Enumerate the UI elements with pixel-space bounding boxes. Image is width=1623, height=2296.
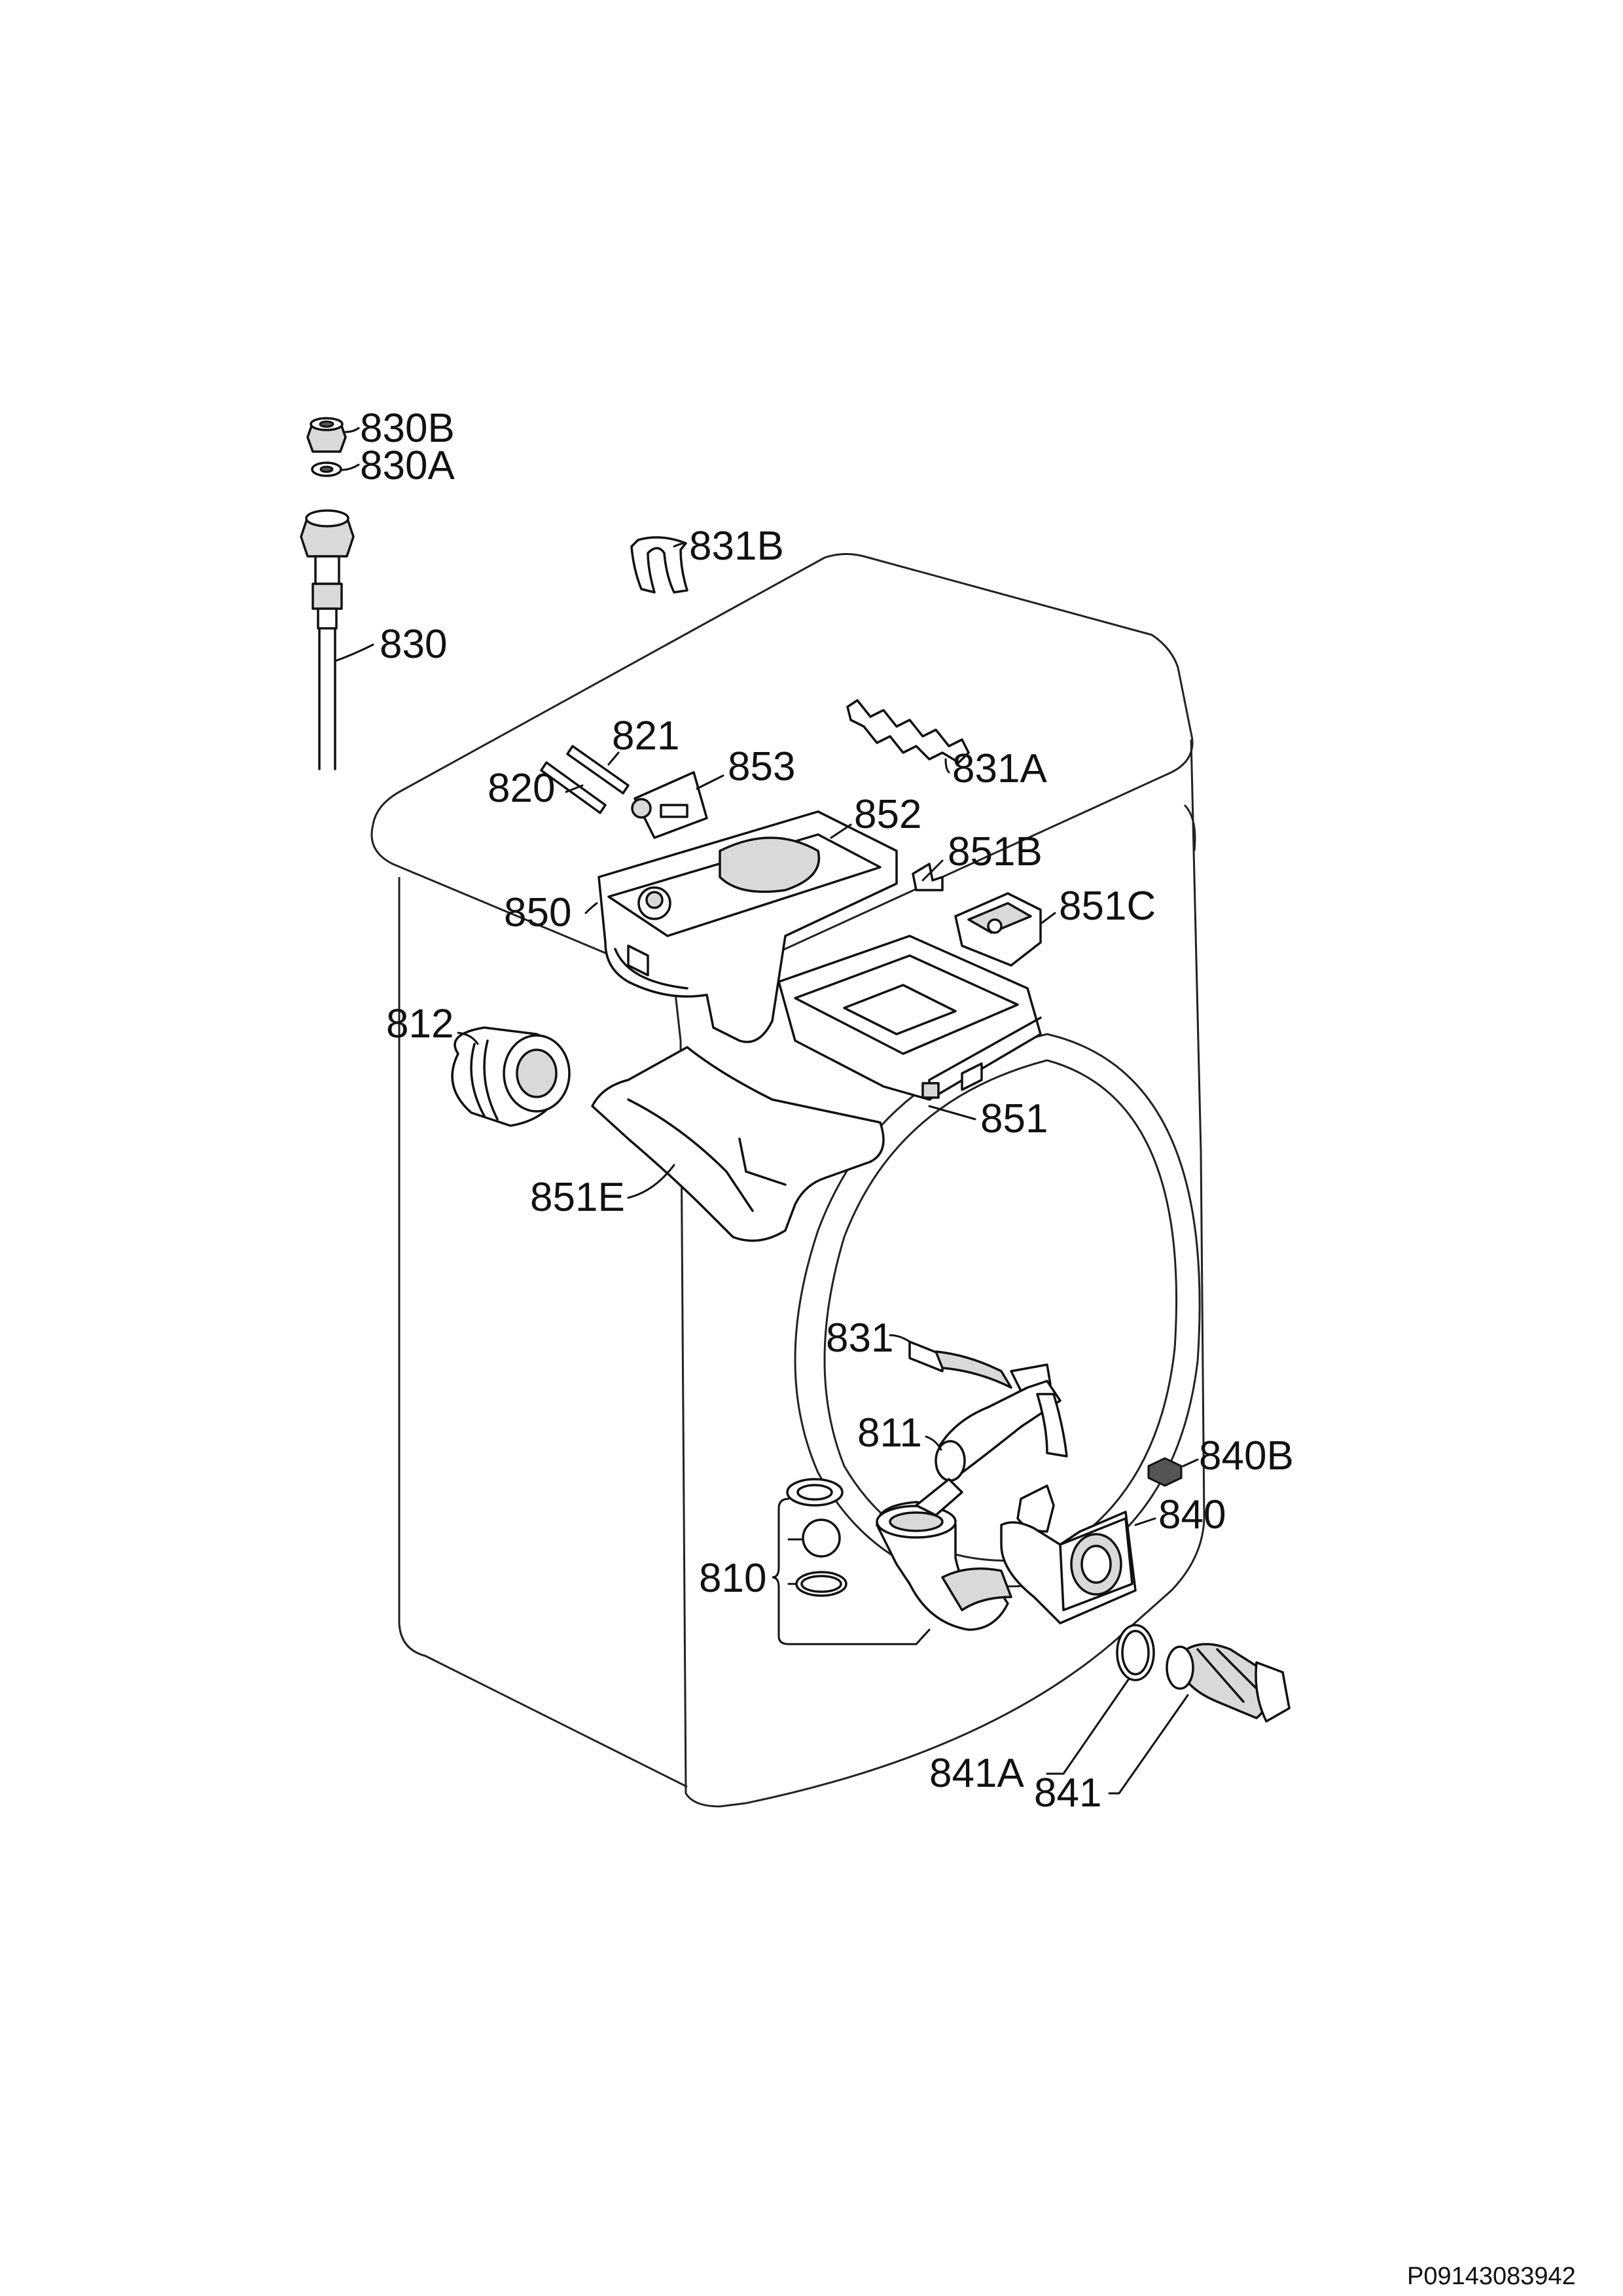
part-841-filter (1166, 1643, 1291, 1723)
label-852: 852 (854, 792, 921, 837)
part-830b-nut (306, 417, 347, 453)
label-851: 851 (980, 1096, 1048, 1141)
label-831b: 831B (689, 524, 784, 569)
part-851b-clip (912, 863, 944, 891)
callout-labels: 830B 830A 830 831B 821 820 853 831A 852 … (360, 406, 1294, 1816)
part-810-ring (795, 1571, 847, 1597)
label-811: 811 (857, 1410, 922, 1456)
label-841a: 841A (929, 1751, 1024, 1796)
label-851b: 851B (948, 829, 1043, 874)
label-851c: 851C (1059, 884, 1156, 929)
part-850-dispenser-housing (597, 810, 898, 1043)
part-821-tube (566, 745, 630, 795)
part-831b-hose-holder (630, 536, 688, 594)
part-810-ball (802, 1518, 841, 1558)
part-851-dispenser-drawer (777, 935, 1042, 1101)
label-812: 812 (386, 1001, 454, 1047)
leader-lines (334, 427, 1199, 1795)
label-841: 841 (1034, 1770, 1101, 1816)
label-840b: 840B (1199, 1433, 1294, 1479)
part-841a-seal-ring (1116, 1624, 1155, 1681)
label-830: 830 (380, 622, 447, 667)
label-830a: 830A (360, 443, 455, 488)
label-851e: 851E (530, 1175, 625, 1220)
part-853 (631, 771, 708, 839)
label-821: 821 (612, 713, 679, 759)
label-810: 810 (699, 1556, 766, 1601)
part-810-gasket-top (786, 1478, 844, 1507)
part-840b-clip (1147, 1457, 1183, 1487)
part-811-hose (935, 1380, 1068, 1482)
part-840-pump-housing (1000, 1484, 1137, 1624)
label-850: 850 (504, 890, 571, 935)
part-831a-clip-strip (846, 699, 970, 764)
label-831a: 831A (952, 746, 1047, 791)
part-831-hose (908, 1340, 1052, 1392)
label-831: 831 (826, 1316, 893, 1361)
part-830-inlet-hose (300, 509, 355, 770)
part-820-tube (540, 761, 607, 814)
part-812-bellows (451, 1026, 571, 1127)
part-851e-channel (591, 1046, 885, 1242)
part-851c-cover (954, 892, 1042, 967)
part-810-sump-hose (876, 1478, 1012, 1631)
label-853: 853 (728, 744, 795, 789)
diagram-id: P09143083942 (1407, 2263, 1576, 2290)
part-830a-washer (311, 461, 342, 477)
label-830b: 830B (360, 406, 455, 451)
label-820: 820 (488, 766, 555, 811)
label-840: 840 (1158, 1492, 1226, 1537)
